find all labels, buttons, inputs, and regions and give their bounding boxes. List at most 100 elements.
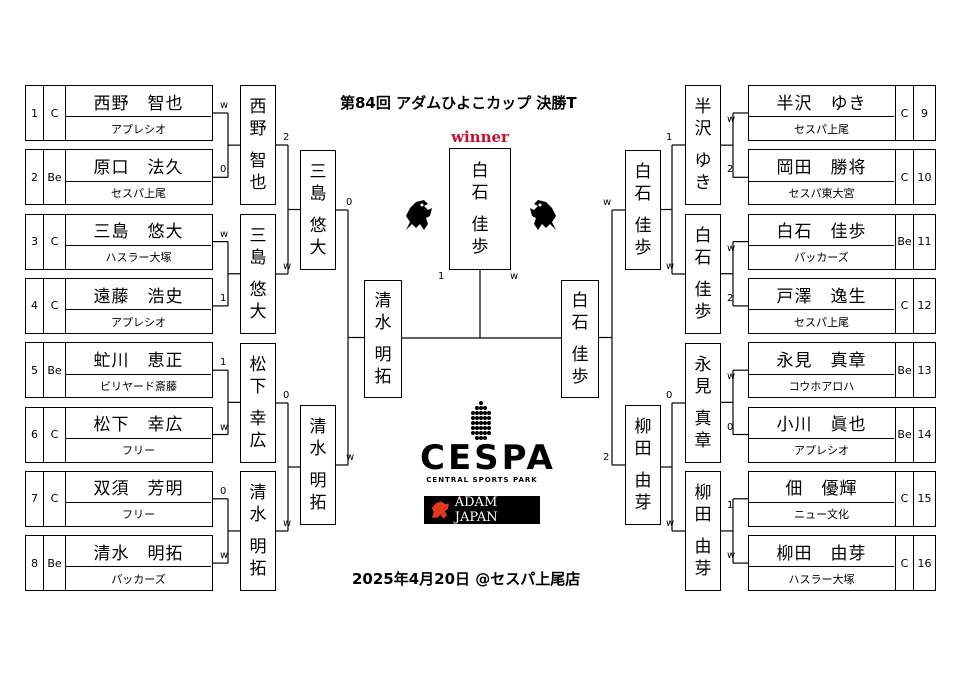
lion-emblem-right-icon — [530, 200, 556, 230]
name-char: 也 — [249, 173, 267, 193]
name-char: 佳 — [634, 216, 652, 236]
name-char: き — [694, 173, 712, 193]
round1-winner-box: 永見真章 — [685, 343, 721, 463]
name-char: 歩 — [634, 238, 652, 258]
player-club: アプレシオ — [794, 444, 849, 458]
name-char: 西 — [249, 97, 267, 117]
name-char: 歩 — [571, 367, 589, 387]
match-score: 2 — [603, 452, 610, 463]
final-score-left: 1 — [438, 271, 445, 282]
match-score: 0 — [666, 390, 673, 401]
match-score: 0 — [220, 164, 227, 176]
round2-winner-box: 白石佳歩 — [625, 150, 661, 270]
match-score: 1 — [220, 292, 227, 304]
player-name: 清水 明拓 — [66, 536, 211, 568]
name-char: 拓 — [249, 559, 267, 579]
name-char: 真 — [694, 409, 712, 429]
round1-winner-box: 松下幸広 — [240, 343, 276, 463]
round1-winner-box: 柳田由芽 — [685, 471, 721, 591]
name-char: 大 — [309, 238, 327, 258]
seed-number: 13 — [913, 343, 935, 398]
round1-winner-box: 清水明拓 — [240, 471, 276, 591]
class-rank: Be — [895, 343, 913, 398]
seed-number: 4 — [26, 278, 44, 333]
match-score: w — [220, 550, 229, 562]
seed-number: 12 — [913, 278, 935, 333]
player-club: セスパ上尾 — [794, 122, 849, 136]
name-char: 悠 — [249, 280, 267, 300]
seed-number: 11 — [913, 214, 935, 269]
champion-box: 白石佳歩 — [449, 148, 511, 270]
match-score: w — [283, 518, 292, 529]
player-club: アプレシオ — [111, 122, 166, 136]
name-char: ゆ — [694, 151, 712, 171]
seed-number: 15 — [913, 471, 935, 526]
match-score: w — [727, 242, 736, 254]
seed-number: 16 — [913, 536, 935, 591]
class-rank: C — [44, 278, 66, 333]
winner-label: winner — [451, 128, 509, 146]
player-name: 遠藤 浩史 — [66, 279, 211, 311]
name-char: 水 — [374, 313, 392, 333]
player-club: ビリヤード斎藤 — [100, 379, 177, 393]
match-score: w — [220, 228, 229, 240]
seed-number: 3 — [26, 214, 44, 269]
name-char: 三 — [249, 226, 267, 246]
class-rank: C — [895, 471, 913, 526]
class-rank: C — [44, 86, 66, 140]
player-club: ハスラー大塚 — [105, 251, 172, 265]
player-name: 柳田 由芽 — [749, 536, 894, 568]
class-rank: Be — [895, 407, 913, 462]
date-venue: 2025年4月20日 @セスパ上尾店 — [352, 570, 581, 588]
name-char: 白 — [471, 161, 489, 181]
name-char: 三 — [309, 162, 327, 182]
player-club: セスパ上尾 — [794, 315, 849, 329]
player-name: 永見 真章 — [749, 343, 894, 375]
player-club: コウホアロハ — [788, 379, 855, 393]
player-club: セスパ上尾 — [111, 186, 166, 200]
final-score-right: w — [510, 271, 519, 282]
name-char: 松 — [249, 355, 267, 375]
class-rank: Be — [44, 536, 66, 591]
name-char: 芽 — [634, 493, 652, 513]
name-char: 柳 — [694, 483, 712, 503]
name-char: 悠 — [309, 216, 327, 236]
name-char: 水 — [309, 439, 327, 459]
match-score: 1 — [727, 499, 734, 511]
seed-number: 1 — [26, 86, 44, 140]
match-score: w — [220, 100, 229, 111]
lion-emblem-left-icon — [406, 200, 432, 230]
round1-winner-box: 西野智也 — [240, 85, 276, 205]
name-char: 水 — [249, 505, 267, 525]
name-char: 田 — [634, 439, 652, 459]
class-rank: C — [895, 150, 913, 205]
match-score: 2 — [727, 164, 734, 176]
name-char: 明 — [309, 471, 327, 491]
name-char: 沢 — [694, 119, 712, 139]
player-name: 松下 幸広 — [66, 408, 211, 439]
class-rank: C — [44, 214, 66, 269]
name-char: 石 — [471, 183, 489, 203]
player-name: 原口 法久 — [66, 150, 211, 182]
seed-number: 2 — [26, 150, 44, 205]
player-name: 戸澤 逸生 — [749, 279, 894, 311]
match-score: 0 — [220, 485, 227, 497]
final-left-box: 清水明拓 — [364, 280, 402, 398]
match-score: w — [666, 518, 675, 529]
name-char: 由 — [694, 537, 712, 557]
match-score: 0 — [283, 390, 290, 401]
name-char: 智 — [249, 151, 267, 171]
match-score: w — [603, 197, 612, 208]
player-name: 三島 悠大 — [66, 215, 211, 246]
player-name: 白石 佳歩 — [749, 215, 894, 246]
